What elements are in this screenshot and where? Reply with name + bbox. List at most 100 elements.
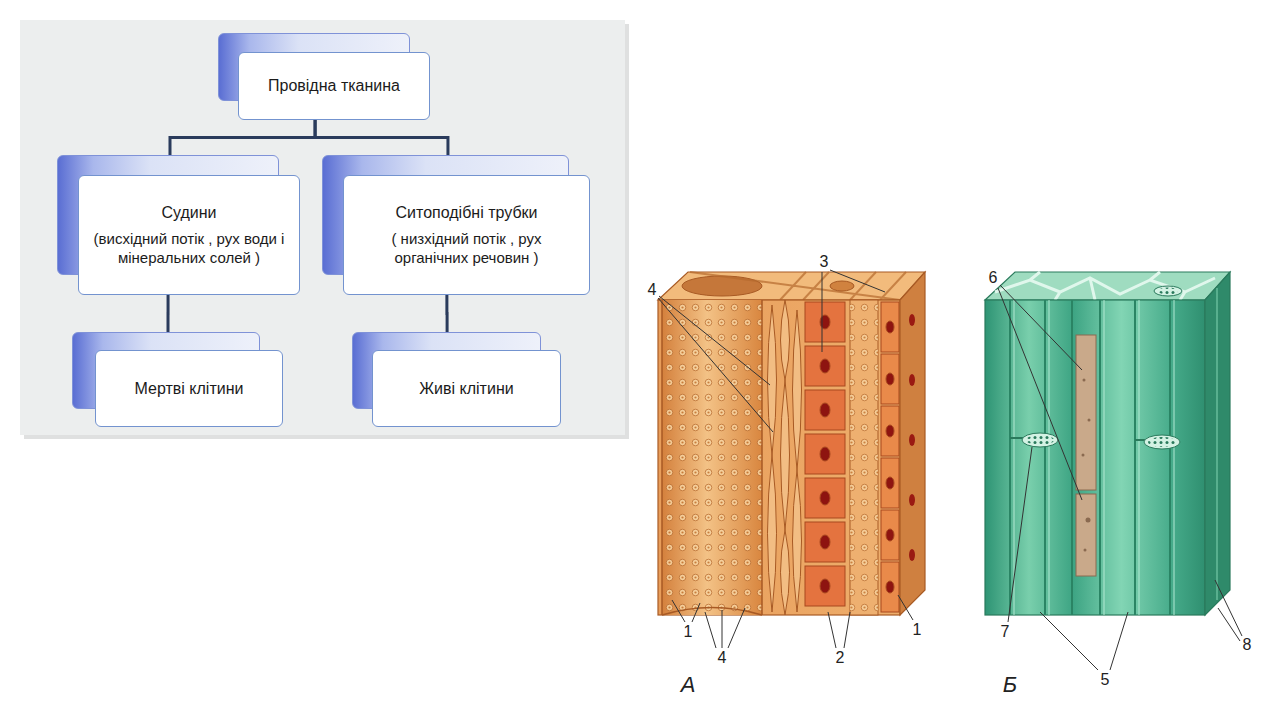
callout-number: 2 — [836, 650, 845, 666]
xylem-block — [662, 300, 762, 615]
phloem-block — [1076, 494, 1096, 576]
box-body: ( низхідний потік , рух органічних речов… — [356, 230, 577, 267]
sieve-plate — [1022, 286, 1182, 449]
tracheid — [768, 305, 777, 455]
leader-line — [692, 603, 700, 622]
sieve-plate — [1148, 437, 1176, 447]
xylem-block — [900, 272, 925, 615]
parenchyma-cell — [820, 359, 830, 373]
sieve-plate — [1022, 433, 1058, 447]
callout-number: 6 — [989, 270, 998, 286]
sieve-plate — [1026, 435, 1054, 445]
parenchyma-cell — [886, 529, 894, 541]
phloem-block — [985, 300, 1205, 615]
callout-number: 3 — [820, 254, 829, 270]
leader-line — [1040, 612, 1098, 670]
callout-number: 5 — [1101, 672, 1110, 688]
phloem-block — [1014, 300, 1174, 615]
parenchyma-cell — [886, 321, 894, 333]
parenchyma-cell — [805, 302, 845, 606]
leader-line — [672, 600, 685, 622]
phloem-block — [985, 272, 1230, 615]
leader-line — [658, 270, 1242, 670]
tracheid — [793, 310, 802, 470]
flow-box: Ситоподібні трубки ( низхідний потік , ру… — [322, 155, 590, 295]
cell-nucleus — [909, 494, 915, 506]
tree-connector — [315, 120, 448, 155]
callout-number: 4 — [648, 282, 657, 298]
flow-box: Мертві клітини — [72, 332, 283, 427]
sieve-plate — [1154, 286, 1182, 296]
cell-granule — [1082, 454, 1085, 457]
box-shadow — [322, 155, 569, 275]
leader-line — [822, 272, 823, 352]
leader-line — [844, 612, 850, 648]
leader-line — [830, 270, 885, 292]
parenchyma-cell — [820, 403, 830, 417]
parenchyma-cell — [886, 581, 894, 593]
xylem-block — [662, 300, 762, 615]
box-shadow — [72, 332, 260, 409]
phloem-block — [995, 272, 1215, 300]
leader-line — [998, 288, 1082, 500]
cell-nucleus — [909, 434, 915, 446]
figure-letter: А — [681, 674, 696, 696]
leader-line — [1110, 612, 1128, 670]
panel-ground — [20, 20, 625, 435]
figure-letter: Б — [1003, 674, 1017, 696]
box-shadow — [352, 332, 541, 409]
parenchyma-cell — [886, 425, 894, 437]
box-body: (висхідний потік , рух води і мінеральни… — [91, 230, 287, 267]
parenchyma-cell — [881, 302, 899, 352]
box-face: Ситоподібні трубки ( низхідний потік , ру… — [343, 175, 590, 295]
sieve-plate — [1144, 435, 1180, 449]
parenchyma-cell — [820, 491, 830, 505]
phloem-block — [1076, 335, 1096, 490]
flow-box: Провідна тканина — [218, 33, 430, 120]
box-shadow — [57, 155, 279, 275]
parenchyma-cell — [820, 535, 830, 549]
callout-number: 1 — [913, 622, 922, 638]
parenchyma-cell — [820, 447, 830, 461]
callout-number: 1 — [684, 624, 693, 640]
phloem-block — [985, 272, 1230, 300]
parenchyma-cell — [805, 566, 845, 606]
box-face: Мертві клітини — [95, 350, 283, 427]
leader-line — [722, 610, 723, 648]
parenchyma-cell — [881, 406, 899, 456]
box-heading: Ситоподібні трубки — [396, 203, 538, 223]
flow-box: Судини (висхідний потік , рух води і міне… — [57, 155, 300, 295]
phloem-block — [1216, 288, 1218, 600]
callout-number: 4 — [718, 650, 727, 666]
leader-line — [898, 595, 913, 620]
xylem-block — [850, 300, 878, 615]
box-face: Провідна тканина — [238, 52, 430, 120]
xylem-block — [690, 272, 906, 300]
tracheid — [768, 300, 802, 615]
leader-line — [705, 612, 716, 648]
box-face: Судини (висхідний потік , рух води і міне… — [78, 175, 300, 295]
leader-line — [1215, 580, 1242, 636]
parenchyma-cell — [886, 477, 894, 489]
tracheid — [768, 455, 777, 612]
cell-granule — [1084, 549, 1087, 552]
box-heading: Судини — [161, 203, 216, 223]
box-shadow — [218, 33, 410, 101]
cell-granule — [1083, 379, 1086, 382]
tree-connector — [167, 295, 170, 332]
phloem-block — [1205, 272, 1230, 615]
tree-connector — [445, 295, 448, 332]
tracheid — [781, 530, 790, 615]
tree-connector — [170, 120, 315, 155]
leader-line — [659, 296, 770, 385]
xylem-block — [850, 300, 878, 615]
box-face: Живі клітини — [372, 350, 561, 427]
cell-nucleus — [909, 314, 915, 561]
panel-ground — [20, 20, 629, 439]
parenchyma-cell — [820, 579, 830, 593]
cell-nucleus — [909, 314, 915, 326]
leader-line — [1008, 447, 1032, 622]
parenchyma-cell — [881, 458, 899, 508]
parenchyma-cell — [805, 302, 845, 342]
